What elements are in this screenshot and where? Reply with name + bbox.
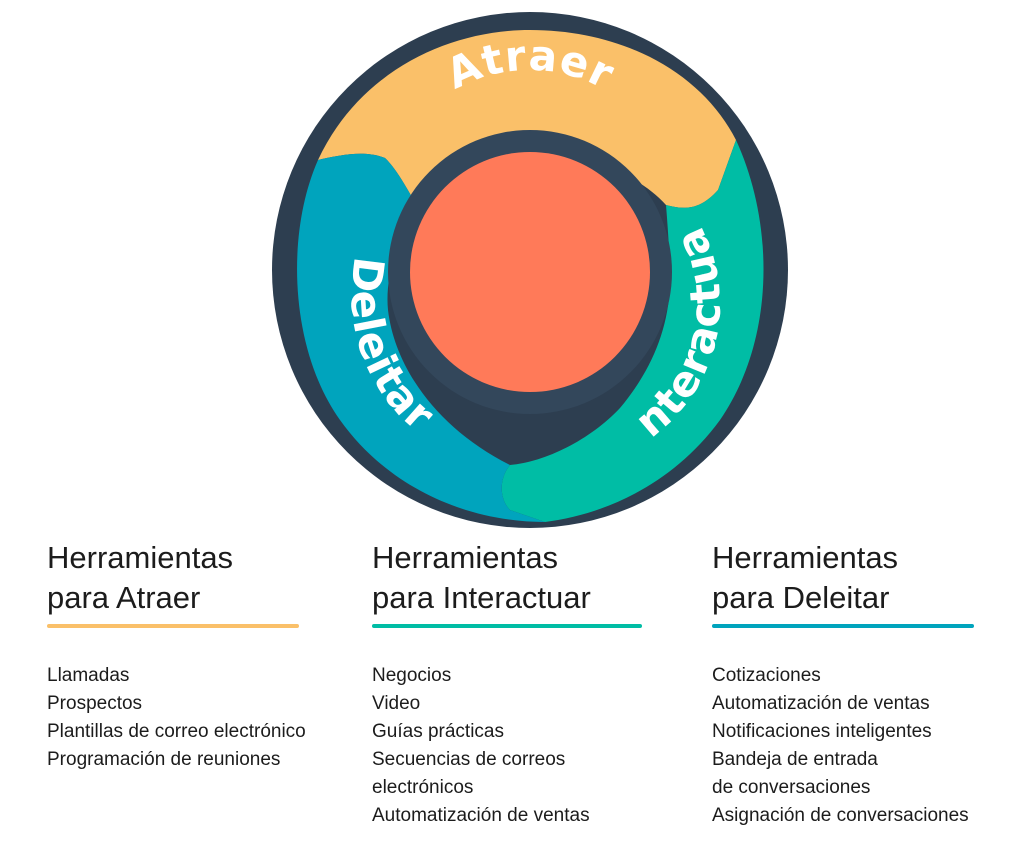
segment-atraer	[318, 30, 736, 210]
list-item: Prospectos	[47, 693, 143, 714]
column-title-line1: Herramientas	[372, 540, 559, 575]
list-item: Automatización de ventas	[712, 693, 930, 714]
flywheel-diagram: Atraer Interactuar Deleitar	[270, 10, 788, 528]
hub	[410, 152, 650, 392]
column-title-line2: para Interactuar	[372, 580, 591, 615]
list-item: Bandeja de entrada	[712, 749, 878, 770]
segment-interactuar	[501, 140, 764, 522]
column-underline	[372, 624, 642, 628]
list-item: electrónicos	[372, 777, 474, 798]
column-title-line2: para Deleitar	[712, 580, 890, 615]
list-item: Asignación de conversaciones	[712, 805, 969, 826]
list-item: Automatización de ventas	[372, 805, 590, 826]
tools-list: Llamadas Prospectos Plantillas de correo…	[47, 662, 306, 774]
tools-column-interactuar: Herramientas para Interactuar Negocios V…	[372, 538, 642, 830]
list-item: Notificaciones inteligentes	[712, 721, 932, 742]
tools-list: Cotizaciones Automatización de ventas No…	[712, 662, 974, 830]
list-item: Video	[372, 693, 421, 714]
tools-list: Negocios Video Guías prácticas Secuencia…	[372, 662, 642, 830]
list-item: Llamadas	[47, 665, 130, 686]
column-underline	[712, 624, 974, 628]
list-item: de conversaciones	[712, 777, 871, 798]
segment-deleitar	[297, 153, 545, 522]
tools-column-atraer: Herramientas para Atraer Llamadas Prospe…	[47, 538, 306, 774]
list-item: Programación de reuniones	[47, 749, 281, 770]
list-item: Guías prácticas	[372, 721, 504, 742]
column-title-line1: Herramientas	[712, 540, 899, 575]
column-title-line1: Herramientas	[47, 540, 234, 575]
list-item: Plantillas de correo electrónico	[47, 721, 306, 742]
column-title-line2: para Atraer	[47, 580, 201, 615]
list-item: Secuencias de correos	[372, 749, 566, 770]
list-item: Cotizaciones	[712, 665, 821, 686]
tools-column-deleitar: Herramientas para Deleitar Cotizaciones …	[712, 538, 974, 830]
column-underline	[47, 624, 299, 628]
list-item: Negocios	[372, 665, 452, 686]
